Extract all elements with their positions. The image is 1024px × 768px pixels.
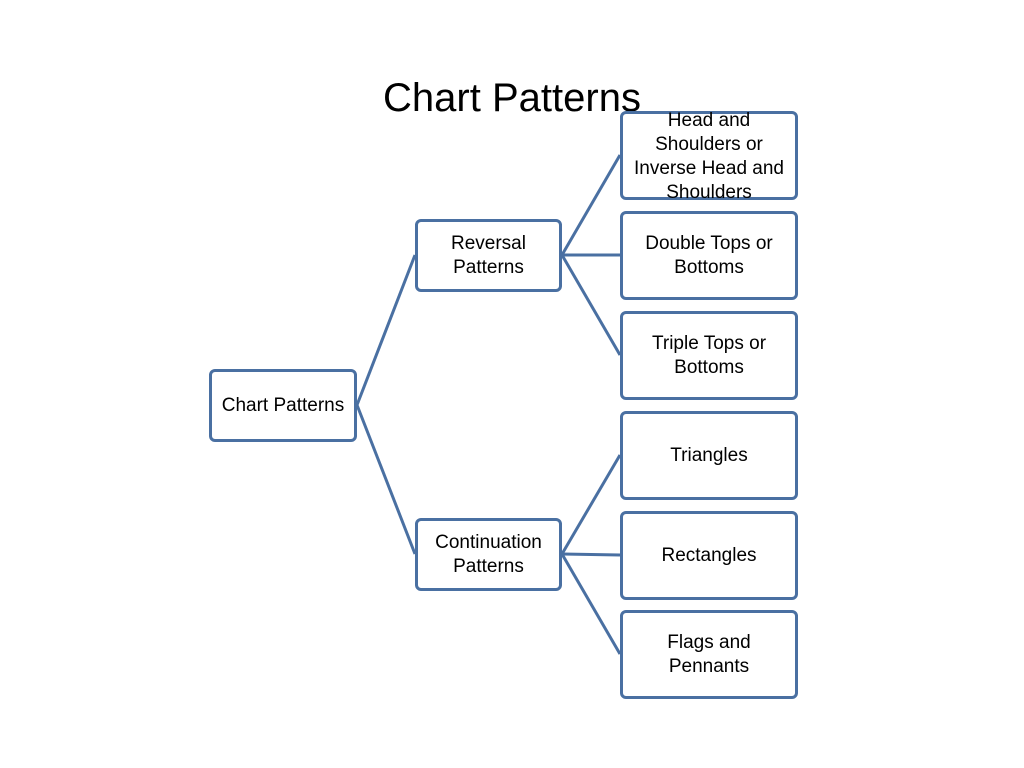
node-label: Flags and Pennants	[667, 631, 751, 677]
node-label: Head and Shoulders or Inverse Head and S…	[634, 109, 784, 203]
connector-root-continuation	[355, 404, 417, 555]
node-label: Reversal Patterns	[451, 232, 526, 278]
node-reversal-patterns: Reversal Patterns	[415, 219, 562, 292]
node-double-tops: Double Tops or Bottoms	[620, 211, 798, 300]
connector-continuation-flags	[560, 553, 622, 655]
node-label: Double Tops or Bottoms	[645, 232, 773, 278]
node-label: Triangles	[670, 444, 748, 466]
node-head-and-shoulders: Head and Shoulders or Inverse Head and S…	[620, 110, 798, 203]
connector-continuation-rectangles	[561, 552, 621, 557]
connector-reversal-head-shoulders	[560, 154, 622, 256]
node-label: Continuation Patterns	[435, 531, 542, 577]
node-rectangles: Rectangles	[620, 511, 798, 600]
node-chart-patterns: Chart Patterns	[209, 369, 357, 442]
slide-title: Chart Patterns	[383, 76, 641, 120]
node-triangles: Triangles	[620, 411, 798, 500]
node-label: Rectangles	[661, 544, 757, 566]
node-label: Chart Patterns	[221, 394, 345, 416]
node-triple-tops: Triple Tops or Bottoms	[620, 311, 798, 400]
node-label: Triple Tops or Bottoms	[651, 332, 767, 378]
connector-root-reversal	[355, 254, 417, 406]
node-continuation-patterns: Continuation Patterns	[415, 518, 562, 591]
connector-continuation-triangles	[560, 454, 622, 555]
node-flags-and-pennants: Flags and Pennants	[620, 610, 798, 699]
connector-reversal-triple-tops	[560, 254, 622, 356]
